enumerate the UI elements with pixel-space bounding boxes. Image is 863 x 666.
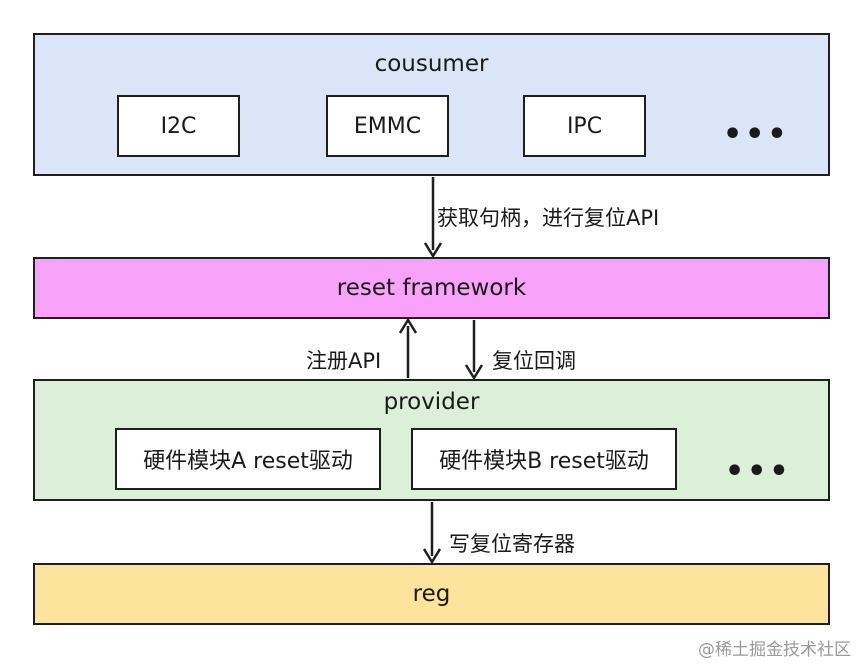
module-i2c: I2C [117,95,240,157]
reg-title: reg [412,581,451,607]
label-framework-callback: 复位回调 [492,349,576,373]
consumer-layer: cousumer I2C EMMC IPC ••• [33,33,830,176]
module-ipc: IPC [523,95,646,157]
label-provider-register: 注册API [306,349,382,373]
module-hw-b: 硬件模块B reset驱动 [411,428,677,490]
label-provider-to-reg: 写复位寄存器 [449,532,575,556]
watermark: @稀土掘金技术社区 [698,640,851,660]
arrowhead-framework-callback [464,364,484,381]
consumer-title: cousumer [374,51,489,77]
provider-layer: provider 硬件模块A reset驱动 硬件模块B reset驱动 ••• [33,379,830,501]
module-emmc: EMMC [326,95,449,157]
arrowhead-provider-register [398,317,418,334]
arrowhead-consumer-to-framework [423,242,443,259]
module-hw-a: 硬件模块A reset驱动 [115,428,381,490]
framework-title: reset framework [336,275,527,301]
framework-layer: reset framework [33,257,830,319]
provider-title: provider [383,389,480,415]
label-consumer-to-framework: 获取句柄，进行复位API [437,206,660,230]
arrowhead-provider-to-reg [422,548,442,565]
consumer-more-dots: ••• [723,117,790,152]
provider-more-dots: ••• [725,454,792,489]
reg-layer: reg [33,563,830,625]
